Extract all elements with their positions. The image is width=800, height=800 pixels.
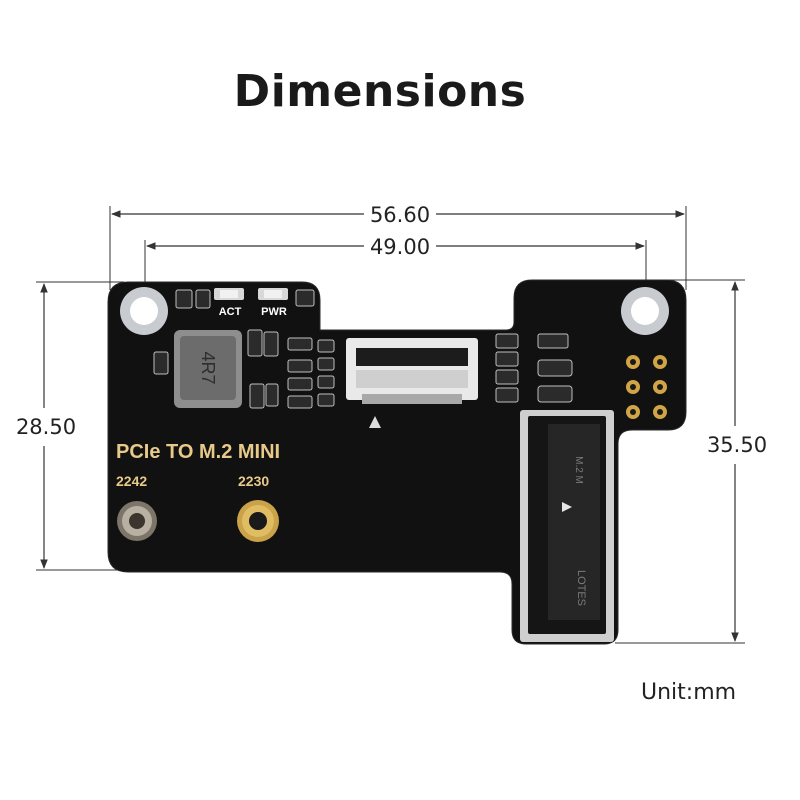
- standoff-2242: [117, 501, 157, 541]
- ffc-connector: [346, 338, 478, 404]
- m2-slot: M.2 M LOTES: [520, 410, 614, 642]
- page-title: Dimensions: [233, 66, 527, 117]
- mounting-hole-left: [120, 287, 168, 335]
- smd-components: [153, 289, 573, 409]
- m2-slot-marking-top: M.2 M: [573, 456, 584, 484]
- pcb-board: ACT PWR 4R7: [107, 279, 687, 645]
- led-pwr: PWR: [258, 288, 288, 318]
- board-name: PCIe TO M.2 MINI: [116, 441, 280, 463]
- dimension-right-height: 35.50: [615, 279, 767, 644]
- dimension-hole-spacing: 49.00: [144, 235, 647, 300]
- dimension-overall-width: 56.60: [109, 203, 687, 290]
- inductor: 4R7: [174, 330, 242, 408]
- gold-pin-header: [626, 355, 667, 419]
- unit-label: Unit:mm: [641, 680, 737, 705]
- mounting-hole-right: [621, 287, 669, 335]
- led-pwr-label: PWR: [261, 306, 287, 318]
- dimension-label-overall-width: 56.60: [370, 203, 430, 227]
- inductor-marking: 4R7: [198, 351, 218, 384]
- size-label-2242: 2242: [116, 473, 147, 489]
- led-act: ACT: [214, 288, 244, 318]
- size-label-2230: 2230: [238, 473, 269, 489]
- pin1-arrow: [369, 416, 381, 428]
- dimension-label-hole-spacing: 49.00: [370, 235, 430, 259]
- dimension-left-height: 28.50: [16, 281, 124, 571]
- m2-slot-marking-bottom: LOTES: [575, 570, 587, 606]
- dimension-label-right-height: 35.50: [707, 433, 767, 457]
- standoff-2230: [237, 500, 279, 542]
- dimension-label-left-height: 28.50: [16, 415, 76, 439]
- led-act-label: ACT: [219, 306, 242, 318]
